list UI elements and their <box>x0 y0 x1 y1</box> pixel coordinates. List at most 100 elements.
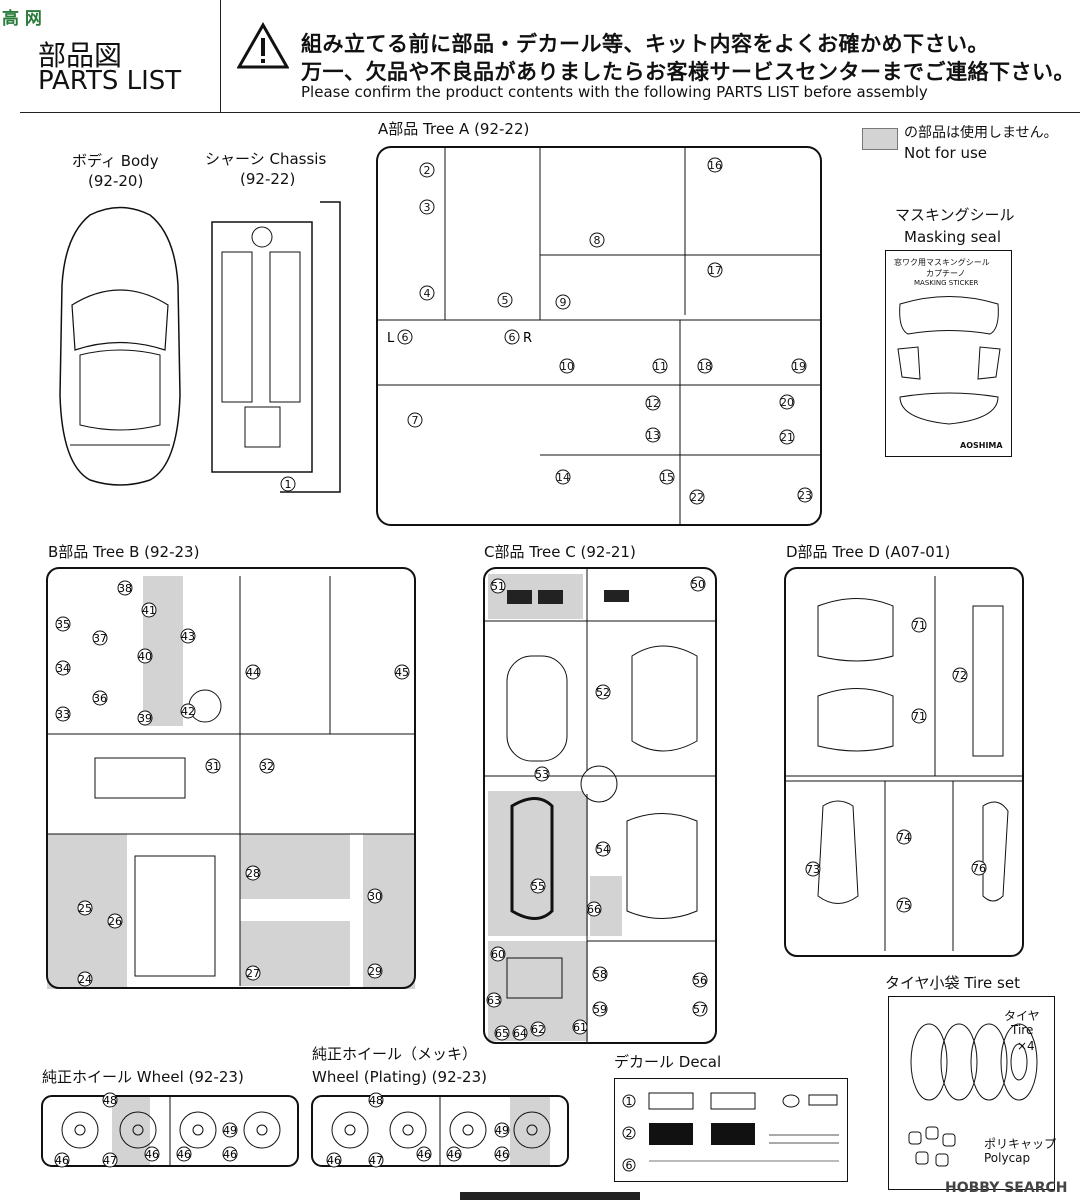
svg-text:52: 52 <box>596 686 610 699</box>
svg-text:45: 45 <box>395 666 409 679</box>
tree-a-frame: 2 3 4 5 6 6 7 8 9 10 11 12 13 14 15 16 1… <box>376 146 822 526</box>
page-title-jp: 部品図 <box>38 39 123 72</box>
svg-text:36: 36 <box>93 692 107 705</box>
svg-text:74: 74 <box>897 831 911 844</box>
polycap-drawing <box>908 1126 956 1167</box>
svg-text:31: 31 <box>206 760 220 773</box>
svg-text:2: 2 <box>424 164 431 177</box>
wheel-plating-label-en: Wheel (Plating) (92-23) <box>312 1068 487 1086</box>
tire-jp: タイヤ <box>1004 1009 1040 1023</box>
tree-b-frame: 38 35 37 34 36 33 39 41 40 43 42 44 45 3… <box>46 567 416 989</box>
svg-text:39: 39 <box>138 712 152 725</box>
masking-label-en: Masking seal <box>904 228 1002 246</box>
svg-text:9: 9 <box>560 296 567 309</box>
svg-text:46: 46 <box>145 1148 159 1161</box>
svg-text:40: 40 <box>138 650 152 663</box>
svg-text:26: 26 <box>108 915 122 928</box>
svg-text:48: 48 <box>369 1094 383 1107</box>
svg-text:58: 58 <box>593 968 607 981</box>
svg-text:66: 66 <box>587 903 601 916</box>
svg-text:60: 60 <box>491 948 505 961</box>
svg-text:25: 25 <box>78 902 92 915</box>
svg-text:76: 76 <box>972 862 986 875</box>
svg-text:38: 38 <box>118 582 132 595</box>
svg-text:42: 42 <box>181 705 195 718</box>
svg-text:65: 65 <box>495 1027 509 1040</box>
svg-text:14: 14 <box>556 471 570 484</box>
svg-text:12: 12 <box>646 397 660 410</box>
warning-line-3: Please confirm the product contents with… <box>301 83 928 101</box>
tire-bag: タイヤ Tire ×4 ポリキャップ Polycap <box>888 996 1056 1190</box>
svg-text:30: 30 <box>368 890 382 903</box>
body-label: ボディ Body <box>72 152 159 170</box>
svg-text:46: 46 <box>417 1148 431 1161</box>
warning-line-2: 万一、欠品や不良品がありましたらお客様サービスセンターまでご連絡下さい。 <box>301 60 1075 84</box>
tire-qty: ×4 <box>1017 1039 1035 1053</box>
svg-text:21: 21 <box>780 431 794 444</box>
svg-text:16: 16 <box>708 159 722 172</box>
tree-a-label: A部品 Tree A (92-22) <box>378 120 530 138</box>
svg-text:61: 61 <box>573 1021 587 1034</box>
svg-text:20: 20 <box>780 396 794 409</box>
masking-label-jp: マスキングシール <box>895 206 1015 224</box>
svg-text:6: 6 <box>626 1159 633 1172</box>
svg-text:73: 73 <box>806 863 820 876</box>
svg-text:11: 11 <box>653 360 667 373</box>
chassis-drawing: 1 <box>211 201 341 493</box>
svg-text:51: 51 <box>491 580 505 593</box>
polycap-en: Polycap <box>984 1151 1031 1165</box>
masking-sheet-title-1: 窓ワク用マスキングシール <box>894 258 990 267</box>
masking-shapes <box>897 296 1001 425</box>
decal-sheet: 1 2 6 <box>614 1078 848 1182</box>
svg-text:62: 62 <box>531 1023 545 1036</box>
svg-text:49: 49 <box>223 1124 237 1137</box>
tree-b-label: B部品 Tree B (92-23) <box>48 543 200 561</box>
svg-text:28: 28 <box>246 867 260 880</box>
wheel-plating-frame: 48 46 47 46 46 49 46 <box>311 1092 569 1168</box>
warning-icon <box>237 22 289 69</box>
svg-text:L: L <box>387 331 395 346</box>
watermark-bottom-right: HOBBY SEARCH <box>945 1180 1068 1196</box>
tree-c-frame: 51 50 52 53 54 55 66 60 63 65 64 62 61 5… <box>483 567 717 1044</box>
svg-text:1: 1 <box>626 1095 633 1108</box>
chassis-label: シャーシ Chassis <box>205 150 327 168</box>
svg-text:46: 46 <box>495 1148 509 1161</box>
svg-text:32: 32 <box>260 760 274 773</box>
not-for-use-swatch <box>862 128 898 150</box>
svg-text:R: R <box>523 331 532 346</box>
svg-text:47: 47 <box>103 1154 117 1167</box>
svg-text:6: 6 <box>402 331 409 344</box>
svg-text:54: 54 <box>596 843 610 856</box>
masking-sheet-title-2: カプチーノ <box>926 269 966 278</box>
warning-box: 組み立てる前に部品・デカール等、キット内容をよくお確かめ下さい。 万一、欠品や不… <box>220 0 1081 112</box>
body-code: (92-20) <box>88 172 144 190</box>
svg-text:4: 4 <box>424 287 431 300</box>
watermark-top-left: 高 网 <box>2 9 42 29</box>
masking-sheet-title-3: MASKING STICKER <box>914 279 979 287</box>
wheel-frame: 48 46 47 46 46 49 46 <box>41 1092 299 1168</box>
svg-text:47: 47 <box>369 1154 383 1167</box>
bottom-bar <box>460 1192 640 1200</box>
svg-text:44: 44 <box>246 666 260 679</box>
page-title-en: PARTS LIST <box>38 66 182 96</box>
chassis-code: (92-22) <box>240 170 296 188</box>
svg-text:17: 17 <box>708 264 722 277</box>
svg-text:33: 33 <box>56 708 70 721</box>
body-drawing <box>59 206 181 486</box>
svg-text:24: 24 <box>78 973 92 986</box>
svg-text:71: 71 <box>912 710 926 723</box>
decal-graphics: 1 2 6 <box>622 1092 839 1172</box>
tire-label: タイヤ小袋 Tire set <box>885 974 1020 992</box>
svg-text:10: 10 <box>560 360 574 373</box>
svg-text:7: 7 <box>412 414 419 427</box>
aoshima-logo: AOSHIMA <box>960 441 1003 450</box>
svg-text:46: 46 <box>177 1148 191 1161</box>
svg-text:46: 46 <box>327 1154 341 1167</box>
svg-text:23: 23 <box>798 489 812 502</box>
svg-text:46: 46 <box>447 1148 461 1161</box>
svg-text:1: 1 <box>285 478 292 491</box>
not-for-use-jp: の部品は使用しません。 <box>904 125 1058 141</box>
not-for-use-en: Not for use <box>904 144 987 162</box>
warning-line-1: 組み立てる前に部品・デカール等、キット内容をよくお確かめ下さい。 <box>301 32 989 56</box>
svg-text:41: 41 <box>142 604 156 617</box>
